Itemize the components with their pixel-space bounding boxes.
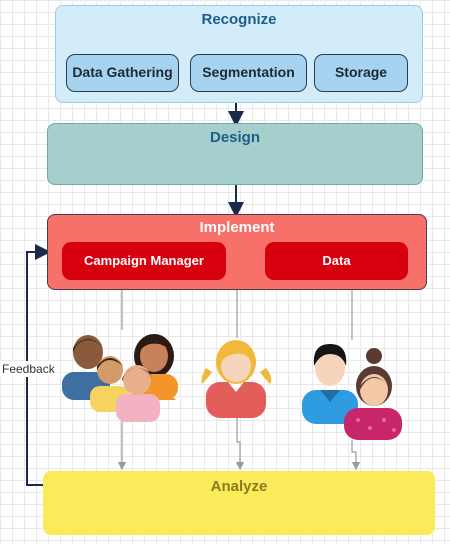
gray-arrow — [351, 440, 361, 471]
design-box: Design — [47, 123, 423, 185]
analyze-box: Analyze — [43, 471, 435, 535]
storage-box: Storage — [314, 54, 408, 92]
design-title: Design — [209, 129, 260, 146]
campaign-manager-box: Campaign Manager — [62, 242, 226, 280]
girl-icon — [201, 340, 272, 418]
implement-title: Implement — [199, 219, 275, 236]
implement-box: Implement Campaign Manager Data — [47, 214, 427, 290]
analyze-title: Analyze — [210, 478, 268, 495]
gray-arrow — [235, 415, 245, 471]
recognize-title: Recognize — [201, 11, 277, 28]
feedback-label: Feedback — [0, 361, 57, 377]
segmentation-box: Segmentation — [190, 54, 307, 92]
family-group-icon — [62, 334, 178, 422]
couple-icon — [302, 344, 402, 440]
data-gathering-box: Data Gathering — [66, 54, 179, 92]
data-box: Data — [265, 242, 408, 280]
recognize-box: Recognize Data Gathering Segmentation St… — [55, 5, 423, 103]
